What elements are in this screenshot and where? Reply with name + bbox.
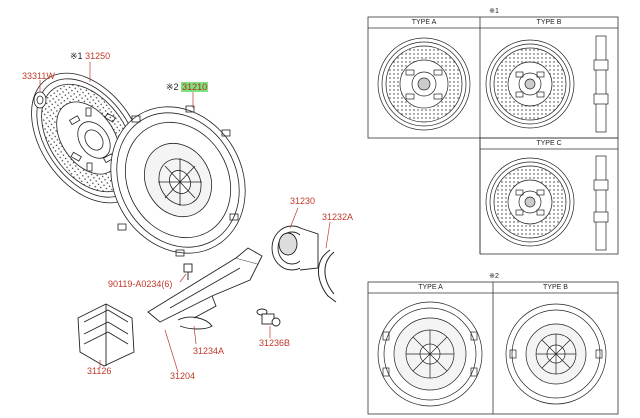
release-clip-illustration[interactable] xyxy=(318,249,337,303)
part-number: 31232A xyxy=(322,212,354,222)
variant-mark: ※1 xyxy=(70,51,83,61)
variant-box2-type-b: TYPE B xyxy=(543,284,568,291)
disc-type-c-illustration[interactable] xyxy=(485,155,609,251)
part-label-31234a[interactable]: 31234A xyxy=(193,346,224,356)
part-label-33311w[interactable]: 33311W xyxy=(22,71,55,81)
variant-mark: ※2 xyxy=(166,82,179,92)
leader-lines xyxy=(39,62,331,373)
part-label-31210[interactable]: ※2 31210 xyxy=(166,82,209,92)
part-number: 31204 xyxy=(170,371,196,381)
variant-box1-type-c: TYPE C xyxy=(536,140,562,147)
part-number: 31236B xyxy=(259,338,291,348)
variant-box1-type-a: TYPE A xyxy=(411,19,437,26)
bolt-illustration[interactable] xyxy=(183,263,193,280)
variant-box-disc xyxy=(367,16,619,255)
part-label-90119[interactable]: 90119-A0234(6) xyxy=(108,279,172,289)
release-fork-boot-illustration[interactable] xyxy=(77,303,135,367)
part-label-31232a[interactable]: 31232A xyxy=(322,212,353,222)
part-label-31230[interactable]: 31230 xyxy=(290,196,315,206)
cover-type-b-illustration[interactable] xyxy=(505,303,607,405)
variant-box-cover xyxy=(367,281,619,415)
variant-box1-type-b: TYPE B xyxy=(536,19,562,26)
fork-pivot-illustration[interactable] xyxy=(256,308,281,327)
variant-box1-mark: ※1 xyxy=(489,8,499,15)
cover-type-a-illustration[interactable] xyxy=(377,301,483,407)
release-bearing-illustration[interactable] xyxy=(271,225,319,271)
part-label-31204[interactable]: 31204 xyxy=(170,371,195,381)
part-label-31250[interactable]: ※1 31250 xyxy=(70,51,110,61)
part-label-31236b[interactable]: 31236B xyxy=(259,338,290,348)
disc-type-b-illustration[interactable] xyxy=(485,35,609,133)
pressure-plate-illustration[interactable] xyxy=(85,82,272,278)
fork-spring-illustration[interactable] xyxy=(177,316,213,330)
part-number: 33311W xyxy=(22,71,55,81)
disc-type-a-illustration[interactable] xyxy=(377,37,471,131)
part-number: 31234A xyxy=(193,346,225,356)
variant-box2-mark: ※2 xyxy=(489,273,499,280)
part-number-highlighted: 31210 xyxy=(181,82,209,92)
part-number: 90119-A0234(6) xyxy=(108,279,173,289)
part-number: 31250 xyxy=(85,51,111,61)
part-number: 31126 xyxy=(87,366,112,376)
variant-box2-type-a: TYPE A xyxy=(418,284,443,291)
pilot-bearing-illustration[interactable] xyxy=(33,91,47,109)
release-fork-illustration[interactable] xyxy=(147,247,263,323)
part-number: 31230 xyxy=(290,196,316,206)
part-label-31126[interactable]: 31126 xyxy=(87,366,111,376)
